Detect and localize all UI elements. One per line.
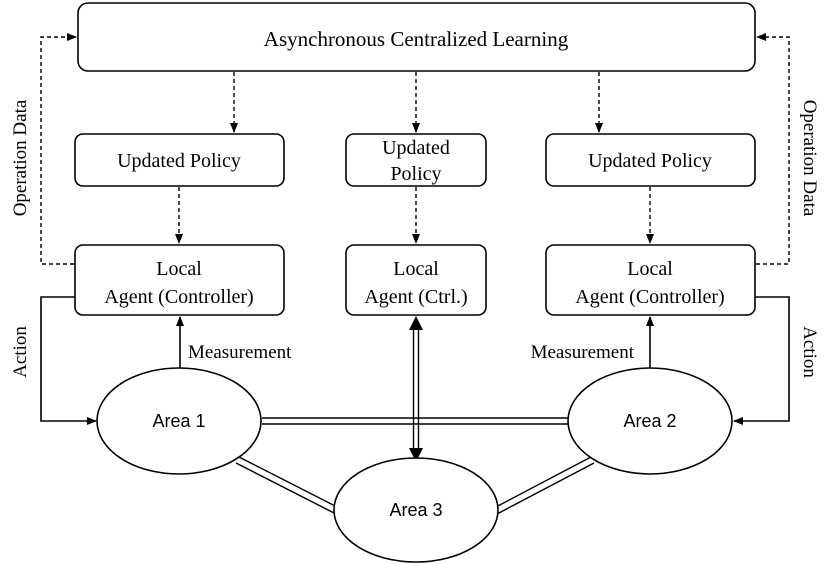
action-left-label: Action xyxy=(10,326,31,378)
area-3-node: Area 3 xyxy=(333,457,499,563)
measurement-right-label: Measurement xyxy=(531,342,635,363)
arrow-operation-data-left xyxy=(40,33,77,265)
updated-policy-right-label: Updated Policy xyxy=(588,150,712,172)
arrow-operation-data-right xyxy=(756,33,790,265)
tie-line-area1-area3 xyxy=(235,456,340,515)
centralized-learning-label: Asynchronous Centralized Learning xyxy=(264,27,569,51)
local-agent-center-line1: Local xyxy=(393,258,439,280)
operation-data-left-label: Operation Data xyxy=(10,99,31,216)
local-agent-left-node: Local Agent (Controller) xyxy=(74,244,285,316)
measurement-left-label: Measurement xyxy=(188,342,292,363)
centralized-learning-node: Asynchronous Centralized Learning xyxy=(77,2,756,72)
updated-policy-center-node: Updated Policy xyxy=(345,133,487,187)
local-agent-left-line2: Agent (Controller) xyxy=(104,286,253,308)
local-agent-left-line1: Local xyxy=(156,258,202,280)
updated-policy-left-label: Updated Policy xyxy=(117,150,241,172)
local-agent-right-line2: Agent (Controller) xyxy=(575,286,724,308)
updated-policy-right-node: Updated Policy xyxy=(545,133,756,187)
local-agent-right-line1: Local xyxy=(627,258,673,280)
operation-data-right-label: Operation Data xyxy=(799,100,820,217)
action-right-label: Action xyxy=(799,326,820,378)
tie-line-area2-area3 xyxy=(493,456,595,515)
updated-policy-center-line1: Updated xyxy=(382,137,450,159)
area-1-label: Area 1 xyxy=(152,411,205,431)
arrow-action-right xyxy=(733,296,790,425)
arrow-action-left xyxy=(40,296,97,425)
area-3-label: Area 3 xyxy=(389,500,442,520)
local-agent-center-line2: Agent (Ctrl.) xyxy=(364,286,467,308)
area-2-node: Area 2 xyxy=(567,367,733,475)
arrow-center-agent-area3 xyxy=(409,316,423,462)
tie-line-area1-area2 xyxy=(262,417,568,425)
area-2-label: Area 2 xyxy=(623,411,676,431)
area-1-node: Area 1 xyxy=(96,367,262,475)
local-agent-center-node: Local Agent (Ctrl.) xyxy=(345,244,487,316)
local-agent-right-node: Local Agent (Controller) xyxy=(545,244,756,316)
updated-policy-left-node: Updated Policy xyxy=(74,133,285,187)
updated-policy-center-line2: Policy xyxy=(390,163,441,185)
